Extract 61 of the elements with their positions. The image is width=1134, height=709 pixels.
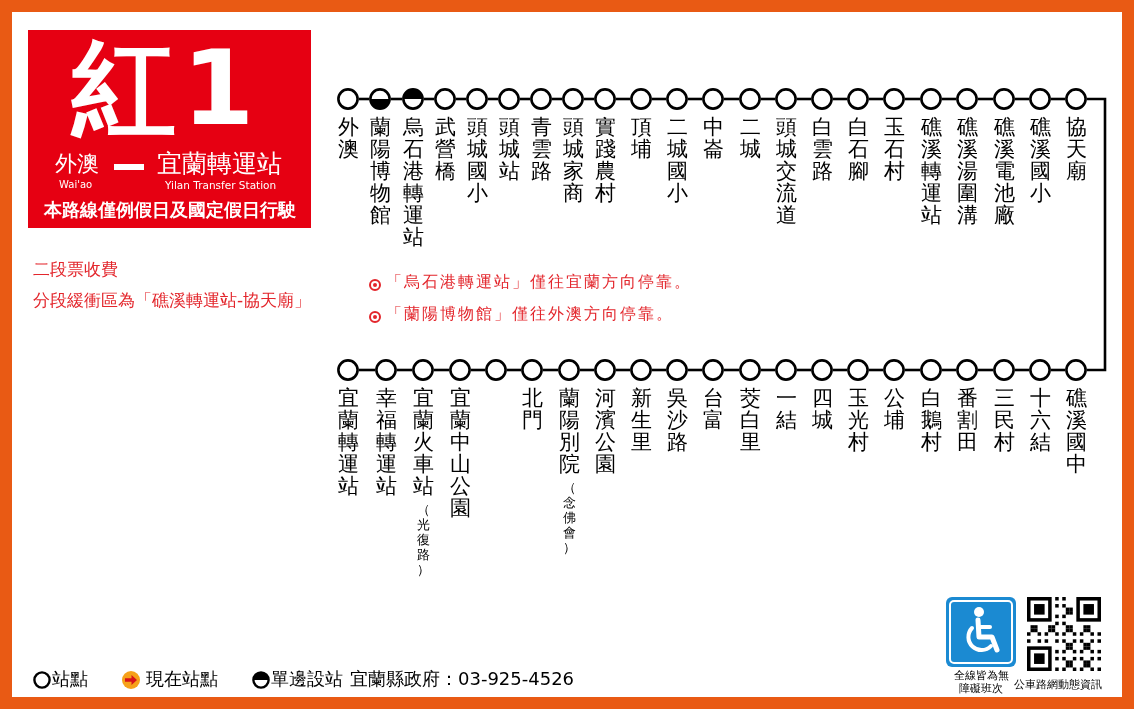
stop-name: 番割田: [956, 387, 978, 453]
stop-name: 吳沙路: [666, 387, 688, 453]
service-note: 本路線僅例假日及國定假日行駛: [44, 200, 296, 221]
stop-name: 白雲路: [811, 116, 833, 182]
route-line: [1087, 97, 1107, 372]
accessibility-note: 全線皆為無障礙班次: [952, 669, 1010, 695]
stop-name: 十六結: [1029, 387, 1051, 453]
stop-name: 四城: [811, 387, 833, 431]
destination-romanized-name: Yilan Transfer Station: [165, 179, 277, 192]
origin-name: 外澳: [55, 151, 99, 177]
stop-name: 北門: [521, 387, 543, 431]
qr-code-caption: 公車路網動態資訊: [1014, 679, 1102, 692]
stop-name: 礁溪電池廠: [993, 116, 1015, 226]
stop-name: 蘭陽博物館: [369, 116, 391, 226]
stop-name: 玉石村: [883, 116, 905, 182]
stop-name: 外澳: [337, 116, 359, 160]
stop-name: 頭城家商: [562, 116, 584, 204]
fare-zone-note: 分段緩衝區為「礁溪轉運站-協天廟」: [33, 291, 312, 311]
legend-label: 現在站點: [146, 669, 218, 690]
stop-name: 中崙: [702, 116, 724, 160]
stop-name: 二城: [739, 116, 761, 160]
destination-name: 宜蘭轉運站: [157, 150, 282, 179]
stop-name: 烏石港轉運站: [402, 116, 424, 248]
stop-name: 礁溪國中: [1065, 387, 1087, 475]
stop-subname: （念佛會）: [562, 480, 576, 555]
stop-name: 新生里: [630, 387, 652, 453]
stop-name: 宜蘭中山公園: [449, 387, 471, 519]
origin-romanized-name: Wai'ao: [59, 179, 93, 191]
stop-name: 青雲路: [530, 116, 552, 182]
stop-name: 礁溪湯圍溝: [956, 116, 978, 226]
stop-name: 幸福轉運站: [375, 387, 397, 497]
stop-name: 頭城站: [498, 116, 520, 182]
fare-note: 二段票收費: [33, 260, 118, 280]
stop-name: 三民村: [993, 387, 1015, 453]
stop-name: 一結: [775, 387, 797, 431]
contact-phone: 宜蘭縣政府：03-925-4526: [350, 669, 575, 690]
stop-name: 礁溪國小: [1029, 116, 1051, 204]
stop-name: 玉光村: [847, 387, 869, 453]
stop-name: 茭白里: [739, 387, 761, 453]
stop-name: 公埔: [883, 387, 905, 431]
stop-name: 台富: [702, 387, 724, 431]
stop-subname: （光復路）: [416, 502, 430, 577]
stop-name: 協天廟: [1065, 116, 1087, 182]
stop-name: 頂埔: [630, 116, 652, 160]
stop-name: 蘭陽別院: [558, 387, 580, 475]
stop-name: 白石腳: [847, 116, 869, 182]
stop-name: 礁溪轉運站: [920, 116, 942, 226]
stop-name: 武營橋: [434, 116, 456, 182]
legend-label: 單邊設站: [271, 669, 343, 690]
stop-name: 頭城國小: [466, 116, 488, 204]
stop-note: 「烏石港轉運站」僅往宜蘭方向停靠。: [386, 273, 692, 292]
stop-note: 「蘭陽博物館」僅往外澳方向停靠。: [386, 305, 674, 324]
route-number: 紅1: [72, 36, 261, 140]
stop-name: 頭城交流道: [775, 116, 797, 226]
stop-name: 二城國小: [666, 116, 688, 204]
stop-name: 白鵝村: [920, 387, 942, 453]
stop-name: 宜蘭轉運站: [337, 387, 359, 497]
stop-name: 宜蘭火車站: [412, 387, 434, 497]
stop-name: 實踐農村: [594, 116, 616, 204]
stop-name: 河濱公園: [594, 387, 616, 475]
legend-label: 站點: [52, 669, 88, 690]
